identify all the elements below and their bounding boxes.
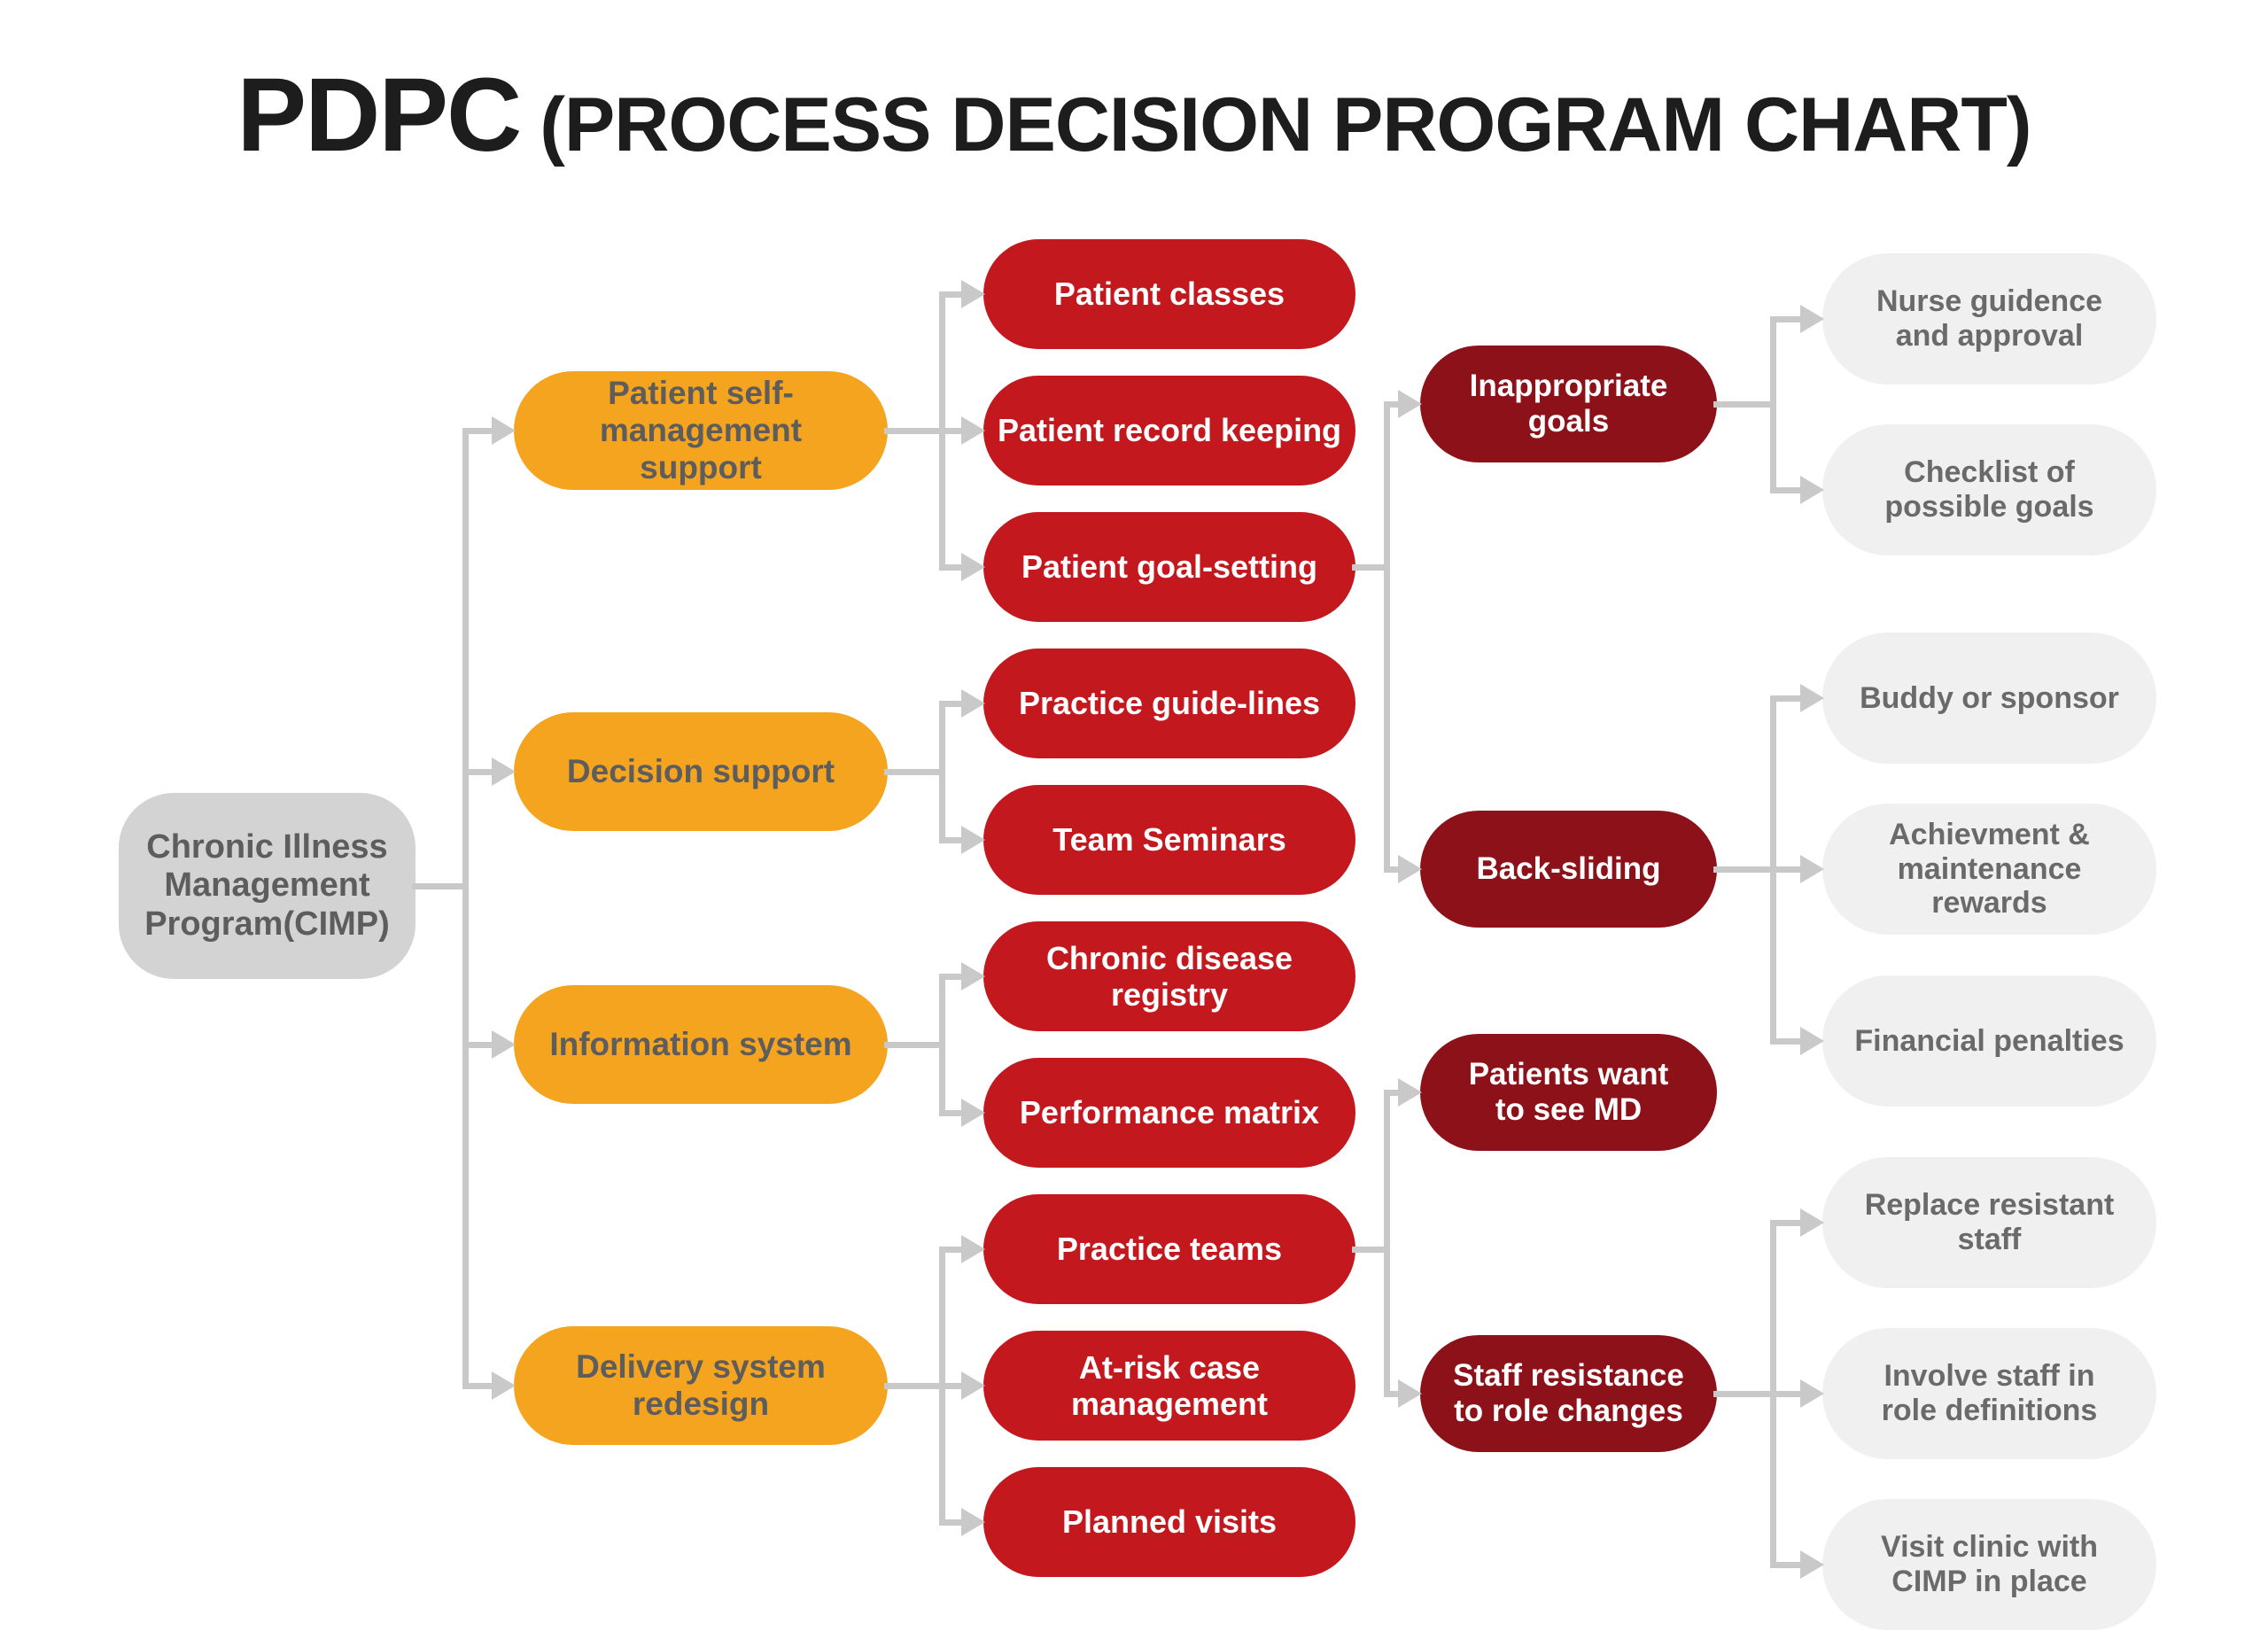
- connector-bs-fp: [1773, 1037, 1803, 1045]
- connector-bs-amr: [1773, 866, 1803, 873]
- connector-pt-srrc: [1386, 1390, 1401, 1397]
- connector-trunk-ig: [1769, 315, 1776, 493]
- connector-pt-pwmd: [1386, 1089, 1401, 1096]
- connector-cimp: [412, 882, 469, 889]
- arrowhead-pgl: [961, 689, 985, 718]
- node-srrc: Staff resistance to role changes: [1420, 1335, 1717, 1452]
- connector-ig: [1713, 400, 1776, 408]
- connector-ds-ts: [942, 836, 964, 843]
- arrowhead-pv: [961, 1508, 985, 1536]
- connector-ds-pgl: [942, 700, 964, 707]
- arrowhead-prk: [961, 416, 985, 445]
- connector-srrc-rrs: [1773, 1219, 1803, 1226]
- connector-dsr-arcm: [942, 1382, 964, 1389]
- node-amr: Achievment & maintenance rewards: [1822, 804, 2156, 935]
- node-pgl: Practice guide-lines: [983, 649, 1355, 758]
- connector-psm-prk: [942, 427, 964, 434]
- arrowhead-dsr: [492, 1371, 516, 1400]
- connector-srrc-isrd: [1773, 1390, 1803, 1397]
- arrowhead-pc: [961, 280, 985, 308]
- arrowhead-ig: [1398, 390, 1422, 418]
- connector-ds: [884, 768, 945, 775]
- node-pgs: Patient goal-setting: [983, 512, 1355, 622]
- connector-pgs: [1352, 563, 1390, 571]
- connector-srrc-vcc: [1773, 1561, 1803, 1568]
- arrowhead-cpg: [1800, 476, 1824, 504]
- connector-is-cdr: [942, 973, 964, 980]
- connector-pt: [1352, 1246, 1390, 1253]
- connector-pgs-ig: [1386, 400, 1401, 408]
- connector-dsr-pv: [942, 1519, 964, 1526]
- arrowhead-pm: [961, 1099, 985, 1127]
- title-acronym: PDPC: [237, 57, 522, 174]
- title-expansion: (PROCESS DECISION PROGRAM CHART): [540, 82, 2031, 167]
- arrowhead-pt: [961, 1235, 985, 1263]
- node-pt: Practice teams: [983, 1194, 1355, 1304]
- node-ts: Team Seminars: [983, 785, 1355, 895]
- arrowhead-ts: [961, 826, 985, 854]
- connector-cimp-dsr: [465, 1382, 494, 1389]
- arrowhead-fp: [1800, 1027, 1824, 1055]
- node-arcm: At-risk case management: [983, 1331, 1355, 1441]
- arrowhead-cdr: [961, 962, 985, 990]
- node-pm: Performance matrix: [983, 1058, 1355, 1168]
- arrowhead-amr: [1800, 855, 1824, 883]
- arrowhead-psm: [492, 416, 516, 445]
- node-bs: Back-sliding: [1420, 811, 1717, 928]
- node-prk: Patient record keeping: [983, 376, 1355, 485]
- arrowhead-is: [492, 1030, 516, 1059]
- connector-pgs-bs: [1386, 866, 1401, 873]
- node-dsr: Delivery system redesign: [514, 1326, 888, 1445]
- connector-cimp-ds: [465, 768, 494, 775]
- connector-bs-bos: [1773, 695, 1803, 702]
- connector-psm: [884, 427, 945, 434]
- node-fp: Financial penalties: [1822, 975, 2156, 1107]
- connector-bs: [1713, 866, 1776, 873]
- connector-trunk-pt: [1383, 1089, 1390, 1397]
- arrowhead-rrs: [1800, 1208, 1824, 1237]
- node-pc: Patient classes: [983, 239, 1355, 349]
- connector-is: [884, 1041, 945, 1048]
- connector-is-pm: [942, 1109, 964, 1116]
- connector-trunk-cimp: [462, 427, 469, 1389]
- node-psm: Patient self- management support: [514, 371, 888, 490]
- connector-trunk-is: [938, 973, 945, 1116]
- connector-psm-pc: [942, 291, 964, 298]
- connector-dsr: [884, 1382, 945, 1389]
- connector-cimp-is: [465, 1041, 494, 1048]
- node-nga: Nurse guidence and approval: [1822, 253, 2156, 385]
- connector-ig-cpg: [1773, 486, 1803, 493]
- connector-ig-nga: [1773, 315, 1803, 322]
- arrowhead-ds: [492, 757, 516, 786]
- arrowhead-nga: [1800, 305, 1824, 333]
- connector-cimp-psm: [465, 427, 494, 434]
- arrowhead-vcc: [1800, 1550, 1824, 1579]
- arrowhead-srrc: [1398, 1379, 1422, 1408]
- connector-trunk-ds: [938, 700, 945, 843]
- node-pwmd: Patients want to see MD: [1420, 1034, 1717, 1151]
- node-ig: Inappropriate goals: [1420, 346, 1717, 462]
- node-rrs: Replace resistant staff: [1822, 1157, 2156, 1288]
- page-title: PDPC (PROCESS DECISION PROGRAM CHART): [0, 55, 2268, 175]
- arrowhead-isrd: [1800, 1379, 1824, 1408]
- node-pv: Planned visits: [983, 1467, 1355, 1577]
- node-isrd: Involve staff in role definitions: [1822, 1328, 2156, 1459]
- node-cimp: Chronic Illness Management Program(CIMP): [119, 793, 416, 979]
- node-bos: Buddy or sponsor: [1822, 633, 2156, 764]
- arrowhead-bs: [1398, 855, 1422, 883]
- arrowhead-pgs: [961, 553, 985, 581]
- connector-dsr-pt: [942, 1246, 964, 1253]
- node-cpg: Checklist of possible goals: [1822, 424, 2156, 555]
- node-vcc: Visit clinic with CIMP in place: [1822, 1499, 2156, 1630]
- connector-psm-pgs: [942, 563, 964, 571]
- node-ds: Decision support: [514, 712, 888, 831]
- connector-srrc: [1713, 1390, 1776, 1397]
- arrowhead-arcm: [961, 1371, 985, 1400]
- node-is: Information system: [514, 985, 888, 1104]
- arrowhead-bos: [1800, 684, 1824, 712]
- connector-trunk-pgs: [1383, 400, 1390, 873]
- node-cdr: Chronic disease registry: [983, 921, 1355, 1031]
- arrowhead-pwmd: [1398, 1078, 1422, 1107]
